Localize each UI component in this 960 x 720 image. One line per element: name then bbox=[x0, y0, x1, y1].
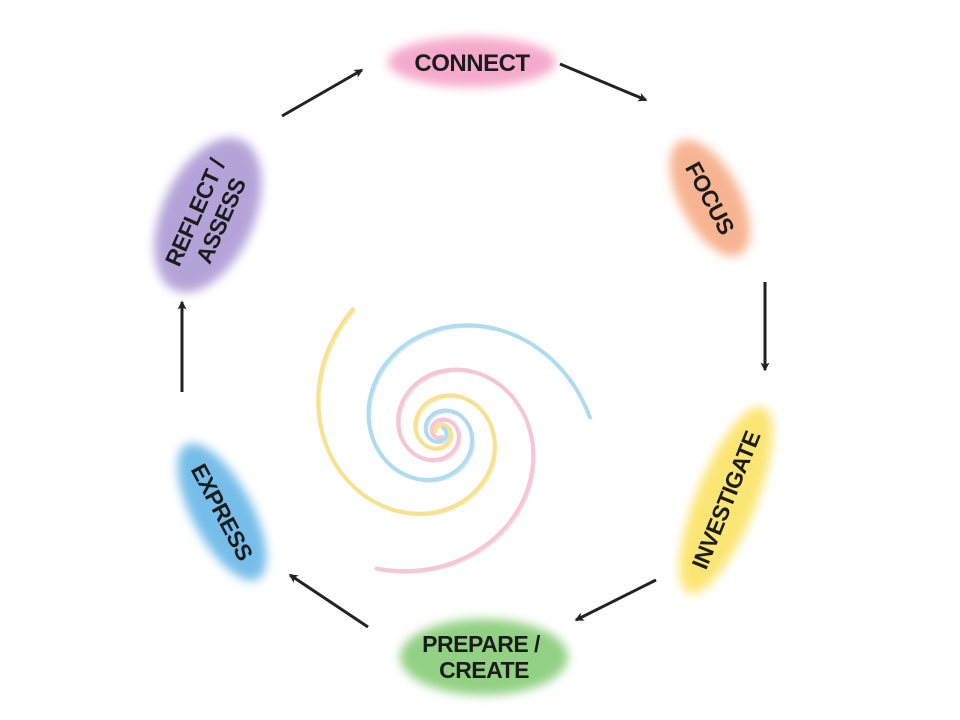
spiral-strand-blue bbox=[369, 326, 593, 483]
spiral-strand-yellow bbox=[316, 307, 497, 516]
arrow-connect-to-focus bbox=[559, 62, 648, 102]
stage-reflect-assess: REFLECT / ASSESS bbox=[154, 137, 262, 293]
spiral-strand-pink bbox=[374, 367, 536, 574]
stage-prepare-create: PREPARE / CREATE bbox=[400, 619, 568, 695]
stage-focus-blob bbox=[669, 139, 751, 257]
stage-reflect-assess-blob bbox=[154, 137, 262, 293]
arrow-prepare-to-express bbox=[288, 573, 369, 629]
stage-prepare-create-blob bbox=[400, 619, 568, 695]
stage-focus: FOCUS bbox=[669, 139, 751, 257]
stage-connect-blob bbox=[388, 37, 556, 87]
stage-prepare-create-label: PREPARE / CREATE bbox=[422, 631, 546, 683]
stage-investigate: INVESTIGATE bbox=[679, 406, 773, 594]
stage-investigate-blob bbox=[679, 406, 773, 594]
arrow-investigate-to-prepare bbox=[574, 578, 657, 622]
stage-connect-label: CONNECT bbox=[414, 50, 530, 77]
arrow-reflect-to-connect bbox=[281, 68, 364, 118]
spiral-decoration bbox=[316, 307, 593, 574]
stage-express-blob bbox=[177, 443, 267, 581]
stage-express: EXPRESS bbox=[177, 443, 267, 581]
stage-connect: CONNECT bbox=[388, 37, 556, 87]
spiral-strand-yellow bbox=[319, 310, 498, 517]
